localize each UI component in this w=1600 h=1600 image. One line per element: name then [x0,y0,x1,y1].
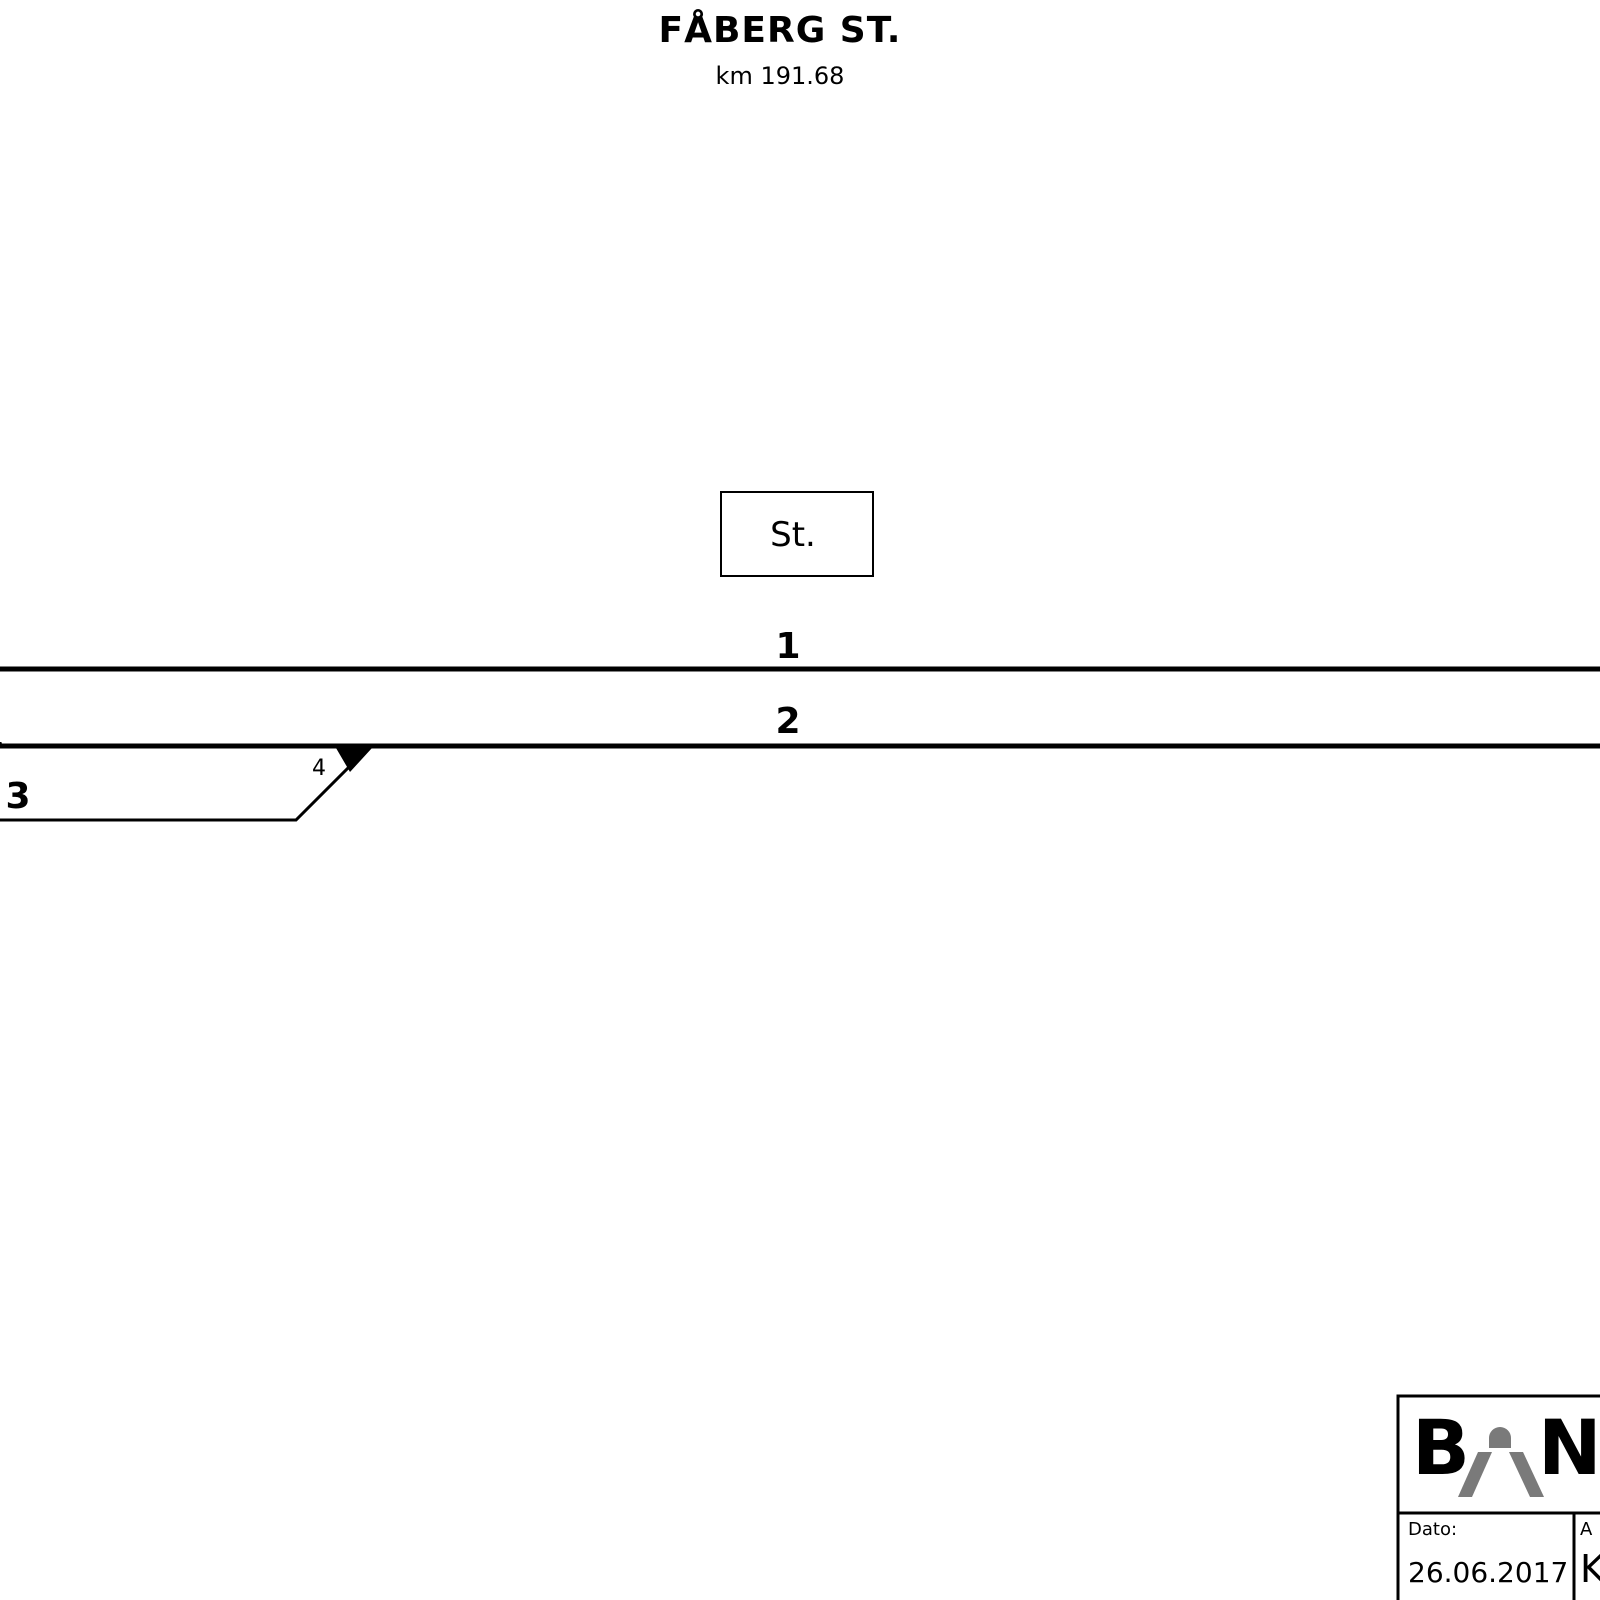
next-field-value-partial: K [1580,1547,1600,1591]
switch-4-marker [336,748,372,772]
title-block: B N Dato: 26.06.2017 A K [1396,1394,1600,1600]
station-building-box [720,491,874,577]
switch-4-label: 4 [312,756,326,781]
track-2-label: 2 [775,701,800,742]
station-name-title: FÅBERG ST. [659,9,902,51]
track-3-label: 3 [5,776,30,817]
date-field-label: Dato: [1408,1519,1457,1540]
track-3-line [0,744,372,822]
date-field-value: 26.06.2017 [1408,1556,1568,1589]
logo-letter-b: B [1412,1403,1470,1492]
km-marker: km 191.68 [716,62,845,90]
bane-nor-logo: B N [1412,1403,1600,1497]
logo-letter-a-left-leg [1458,1452,1492,1497]
logo-letter-a-dot [1489,1427,1511,1448]
station-building-label: St. [770,515,816,555]
logo-letter-a-right-leg [1509,1452,1544,1497]
next-field-label-partial: A [1580,1519,1593,1540]
track-2-end-hook [0,741,5,748]
track-1-label: 1 [775,626,800,667]
title-block-frame [1396,1394,1600,1600]
logo-letter-n: N [1538,1403,1600,1492]
